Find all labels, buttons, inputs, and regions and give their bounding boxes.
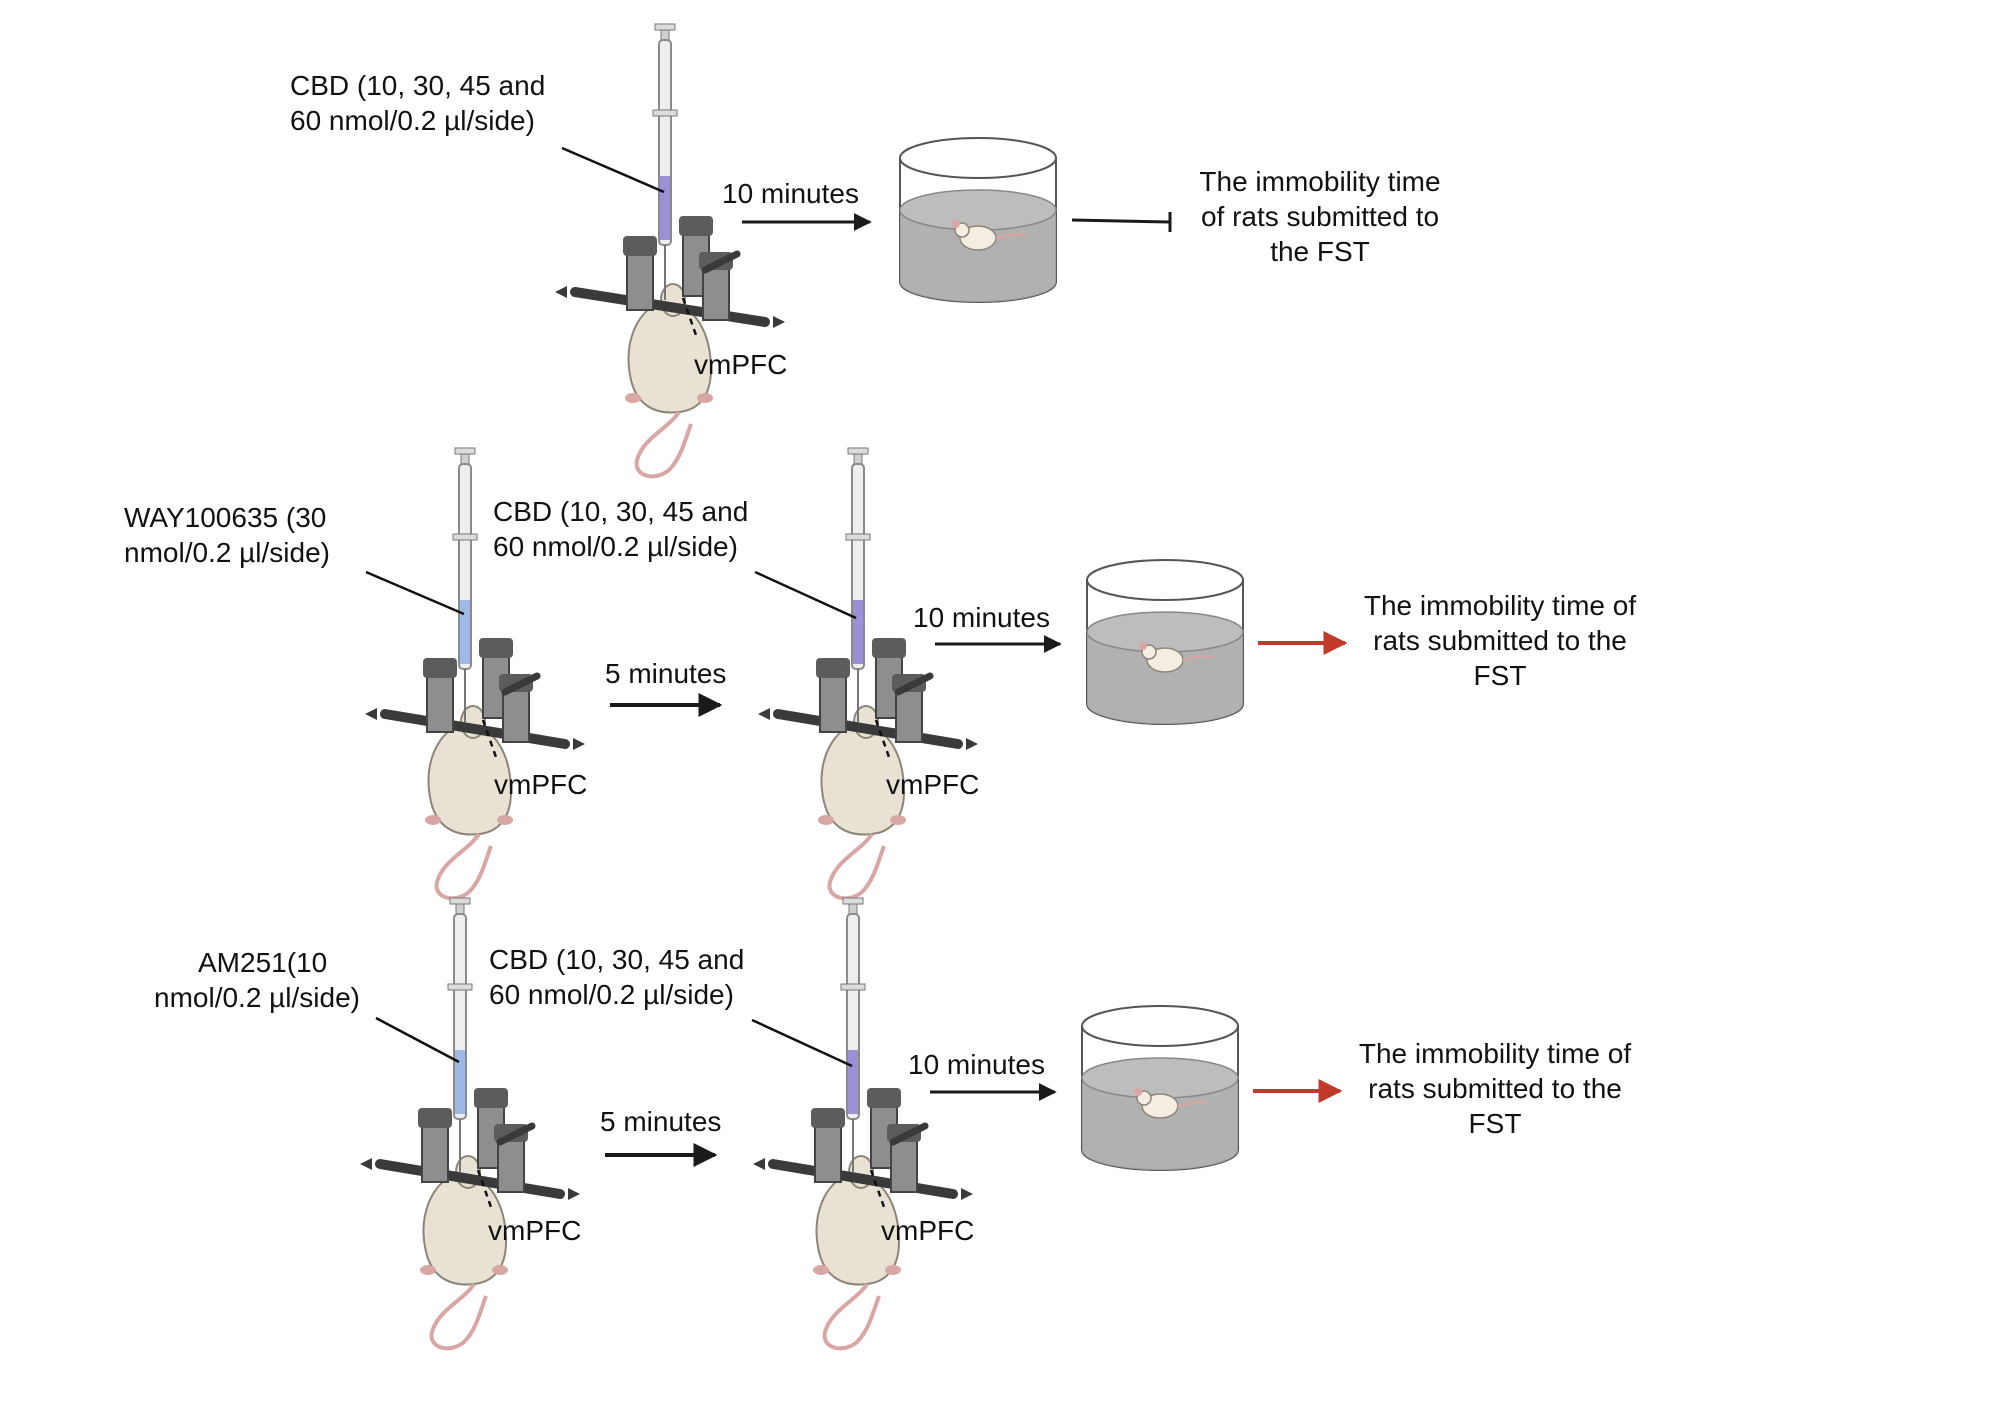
region-label: vmPFC [886, 769, 980, 800]
drug-callout-line [561, 146, 665, 194]
pretreatment-label-line: AM251(10 [198, 947, 328, 978]
drug-label-line: CBD (10, 30, 45 and [493, 496, 749, 527]
pretreatment-callout-line [375, 1016, 460, 1064]
outcome-label-line: The immobility time of [1358, 1038, 1632, 1069]
syringe-icon [845, 447, 871, 722]
outcome-label-line: rats submitted to the [1373, 625, 1627, 656]
drug-label: CBD (10, 30, 45 and 60 nmol/0.2 µl/side) [290, 68, 545, 138]
stereotaxic-rat-pretreatment [365, 447, 585, 901]
region-label: vmPFC [494, 769, 588, 800]
drug-label-line: CBD (10, 30, 45 and [489, 944, 745, 975]
region-pointer [869, 1169, 887, 1211]
pretreatment-label-line: WAY100635 (30 [124, 502, 327, 533]
stereotaxic-rat-cbd [753, 897, 973, 1351]
interval-label: 10 minutes [913, 602, 1050, 633]
region-label: vmPFC [694, 349, 788, 380]
stereotaxic-frame-icon [758, 638, 978, 750]
stereotaxic-frame-icon [753, 1088, 973, 1200]
drug-label-line: 60 nmol/0.2 µl/side) [493, 531, 738, 562]
stereotaxic-rat-cbd [758, 447, 978, 901]
drug-label-line: CBD (10, 30, 45 and [290, 70, 546, 101]
syringe-icon [652, 23, 678, 300]
pretreatment-callout-line [365, 570, 465, 616]
stereotaxic-frame-icon [555, 216, 785, 328]
gap-label: 5 minutes [605, 658, 727, 689]
syringe-icon [452, 447, 478, 722]
row-2 [365, 447, 1348, 901]
region-pointer [476, 1169, 494, 1211]
drug-label-line: 60 nmol/0.2 µl/side) [290, 105, 535, 136]
outcome-label: The immobility time of rats submitted to… [1170, 164, 1470, 269]
outcome-label-line: FST [1468, 1108, 1522, 1139]
outcome-label-line: of rats submitted to [1200, 201, 1440, 232]
stereotaxic-frame-icon [365, 638, 585, 750]
gap-label: 5 minutes [600, 1106, 722, 1137]
outcome-label-line: The immobility time of [1363, 590, 1637, 621]
drug-callout-line [754, 570, 857, 620]
stereotaxic-rat-cbd [555, 23, 785, 479]
syringe-icon [840, 897, 866, 1172]
stereotaxic-frame-icon [360, 1088, 580, 1200]
pretreatment-label: WAY100635 (30 nmol/0.2 µl/side) [124, 500, 330, 570]
pretreatment-label-line: nmol/0.2 µl/side) [154, 982, 360, 1013]
drug-label-line: 60 nmol/0.2 µl/side) [489, 979, 734, 1010]
drug-callout-line [751, 1018, 853, 1068]
interval-label: 10 minutes [722, 178, 859, 209]
region-label: vmPFC [881, 1215, 975, 1246]
region-label: vmPFC [488, 1215, 582, 1246]
region-pointer [481, 719, 499, 761]
outcome-label: The immobility time of rats submitted to… [1335, 1036, 1655, 1141]
syringe-icon [447, 897, 473, 1172]
interval-label: 10 minutes [908, 1049, 1045, 1080]
inhibition-line [1071, 212, 1172, 232]
pretreatment-label-line: nmol/0.2 µl/side) [124, 537, 330, 568]
forced-swim-tank-icon [1081, 1005, 1239, 1171]
row-1 [555, 23, 1172, 479]
pretreatment-label: AM251(10 nmol/0.2 µl/side) [154, 945, 360, 1015]
stereotaxic-rat-pretreatment [360, 897, 580, 1351]
row-3 [360, 897, 1343, 1351]
forced-swim-tank-icon [899, 137, 1057, 303]
outcome-label-line: FST [1473, 660, 1527, 691]
outcome-label-line: The immobility time [1199, 166, 1441, 197]
outcome-label-line: the FST [1270, 236, 1370, 267]
region-pointer [874, 719, 892, 761]
drug-label: CBD (10, 30, 45 and 60 nmol/0.2 µl/side) [493, 494, 748, 564]
forced-swim-tank-icon [1086, 559, 1244, 725]
region-pointer [681, 297, 699, 339]
outcome-label: The immobility time of rats submitted to… [1340, 588, 1660, 693]
outcome-label-line: rats submitted to the [1368, 1073, 1622, 1104]
drug-label: CBD (10, 30, 45 and 60 nmol/0.2 µl/side) [489, 942, 744, 1012]
